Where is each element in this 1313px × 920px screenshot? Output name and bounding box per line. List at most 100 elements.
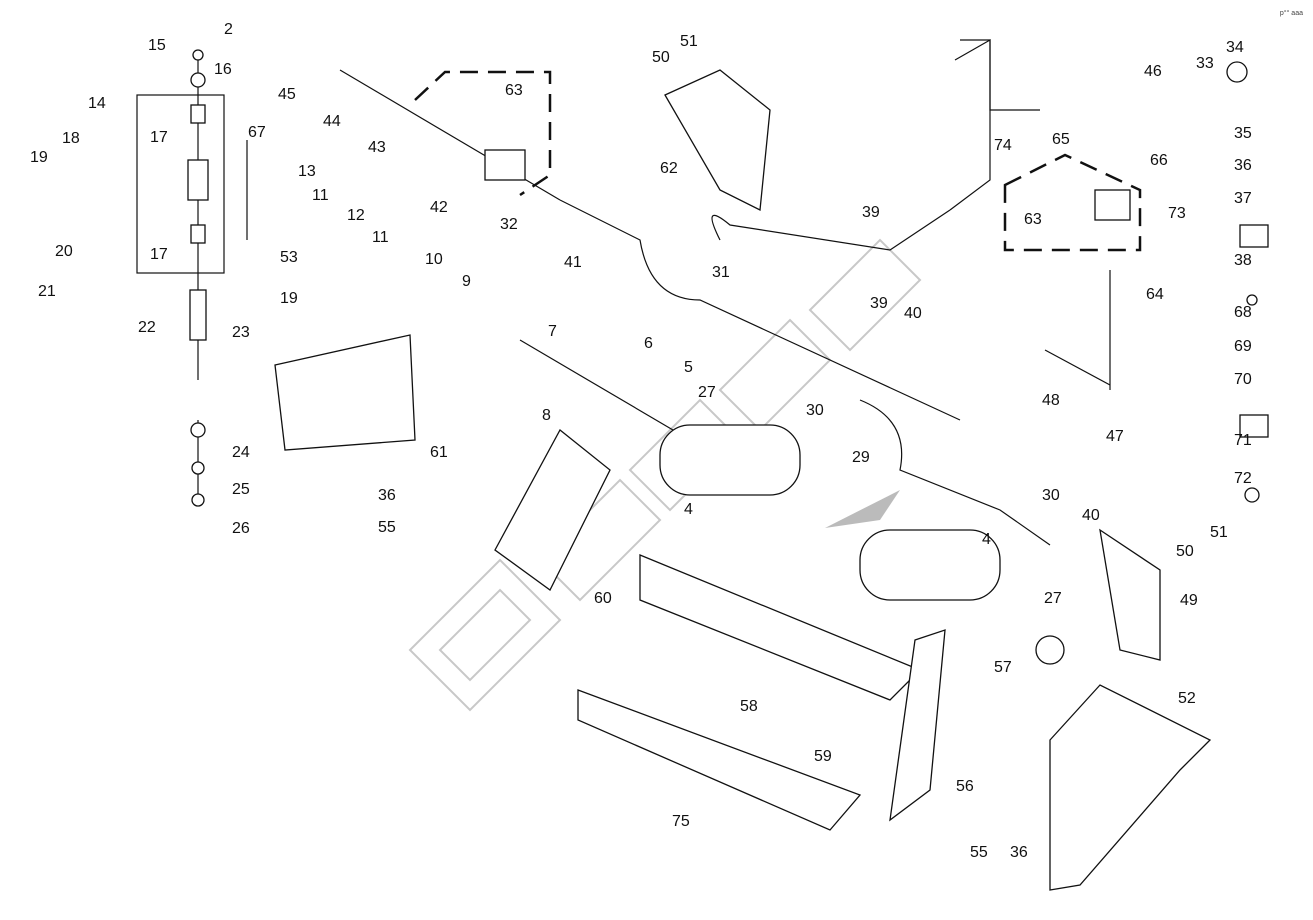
- part-56: [889, 629, 946, 822]
- assembly-lines: [197, 38, 1111, 546]
- callout-label-40: 40: [1082, 507, 1100, 524]
- group-box-14: [136, 94, 225, 274]
- callout-label-56: 56: [956, 778, 974, 795]
- callout-label-50: 50: [652, 49, 670, 66]
- part-valves: [484, 149, 1131, 221]
- callout-label-8: 8: [542, 407, 551, 424]
- group-box-valve-left: [414, 70, 552, 197]
- part-60: [494, 429, 611, 591]
- callout-label-36: 36: [1010, 844, 1028, 861]
- callout-label-26: 26: [232, 520, 250, 537]
- callout-label-42: 42: [430, 199, 448, 216]
- callout-label-72: 72: [1234, 470, 1252, 487]
- callout-label-51: 51: [680, 33, 698, 50]
- callout-label-21: 21: [38, 283, 56, 300]
- part-49: [1099, 528, 1161, 661]
- callout-label-10: 10: [425, 251, 443, 268]
- callout-label-45: 45: [278, 86, 296, 103]
- callout-label-49: 49: [1180, 592, 1198, 609]
- callout-label-66: 66: [1150, 152, 1168, 169]
- callout-label-13: 13: [298, 163, 316, 180]
- callout-label-60: 60: [594, 590, 612, 607]
- callout-label-53: 53: [280, 249, 298, 266]
- callout-label-33: 33: [1196, 55, 1214, 72]
- callout-label-29: 29: [852, 449, 870, 466]
- part-panels: [274, 69, 1212, 891]
- callout-label-32: 32: [500, 216, 518, 233]
- callout-label-39: 39: [870, 295, 888, 312]
- callout-label-63: 63: [505, 82, 523, 99]
- callout-label-37: 37: [1234, 190, 1252, 207]
- callout-label-12: 12: [347, 207, 365, 224]
- callout-label-30: 30: [806, 402, 824, 419]
- callout-label-25: 25: [232, 481, 250, 498]
- callout-label-4: 4: [684, 501, 693, 518]
- part-fasteners: [187, 49, 1269, 665]
- callout-label-70: 70: [1234, 371, 1252, 388]
- part-58: [639, 554, 922, 701]
- part-62: [664, 69, 771, 212]
- direction-arrow: [825, 490, 900, 528]
- part-springs: [659, 424, 1001, 601]
- callout-label-23: 23: [232, 324, 250, 341]
- callout-label-19: 19: [280, 290, 298, 307]
- callout-label-75: 75: [672, 813, 690, 830]
- callout-label-39: 39: [862, 204, 880, 221]
- callout-label-61: 61: [430, 444, 448, 461]
- callout-label-36: 36: [378, 487, 396, 504]
- callout-label-67: 67: [248, 124, 266, 141]
- callout-label-27: 27: [1044, 590, 1062, 607]
- callout-label-65: 65: [1052, 131, 1070, 148]
- callout-label-59: 59: [814, 748, 832, 765]
- callout-label-73: 73: [1168, 205, 1186, 222]
- callout-label-51: 51: [1210, 524, 1228, 541]
- callout-label-15: 15: [148, 37, 166, 54]
- callout-label-36: 36: [1234, 157, 1252, 174]
- callout-label-46: 46: [1144, 63, 1162, 80]
- callout-label-35: 35: [1234, 125, 1252, 142]
- callout-label-19: 19: [30, 149, 48, 166]
- callout-label-16: 16: [214, 61, 232, 78]
- callout-label-20: 20: [55, 243, 73, 260]
- callout-label-30: 30: [1042, 487, 1060, 504]
- callout-label-11: 11: [372, 229, 389, 246]
- callout-label-2: 2: [224, 21, 233, 38]
- callout-label-31: 31: [712, 264, 730, 281]
- callout-label-11: 11: [312, 187, 329, 204]
- callout-label-24: 24: [232, 444, 250, 461]
- callout-label-50: 50: [1176, 543, 1194, 560]
- callout-label-43: 43: [368, 139, 386, 156]
- callout-label-41: 41: [564, 254, 582, 271]
- drawing-code: p°° aaa: [1279, 10, 1303, 17]
- callout-label-17: 17: [150, 129, 168, 146]
- callout-label-58: 58: [740, 698, 758, 715]
- callout-label-6: 6: [644, 335, 653, 352]
- callout-label-14: 14: [88, 95, 106, 112]
- callout-label-38: 38: [1234, 252, 1252, 269]
- callout-label-64: 64: [1146, 286, 1164, 303]
- callout-label-27: 27: [698, 384, 716, 401]
- callout-label-44: 44: [323, 113, 341, 130]
- part-61: [274, 334, 416, 451]
- callout-label-62: 62: [660, 160, 678, 177]
- callout-label-7: 7: [548, 323, 557, 340]
- callout-label-74: 74: [994, 137, 1012, 154]
- callout-label-68: 68: [1234, 304, 1252, 321]
- callout-label-57: 57: [994, 659, 1012, 676]
- callout-label-5: 5: [684, 359, 693, 376]
- part-52: [1049, 684, 1212, 891]
- callout-label-47: 47: [1106, 428, 1124, 445]
- callout-label-52: 52: [1178, 690, 1196, 707]
- callout-label-9: 9: [462, 273, 471, 290]
- callout-label-17: 17: [150, 246, 168, 263]
- callout-label-40: 40: [904, 305, 922, 322]
- callout-label-63: 63: [1024, 211, 1042, 228]
- callout-label-55: 55: [970, 844, 988, 861]
- part-75: [577, 689, 862, 831]
- watermark-logo: [408, 238, 922, 712]
- group-box-valve-right: [1003, 153, 1142, 252]
- callout-label-18: 18: [62, 130, 80, 147]
- callout-label-34: 34: [1226, 39, 1244, 56]
